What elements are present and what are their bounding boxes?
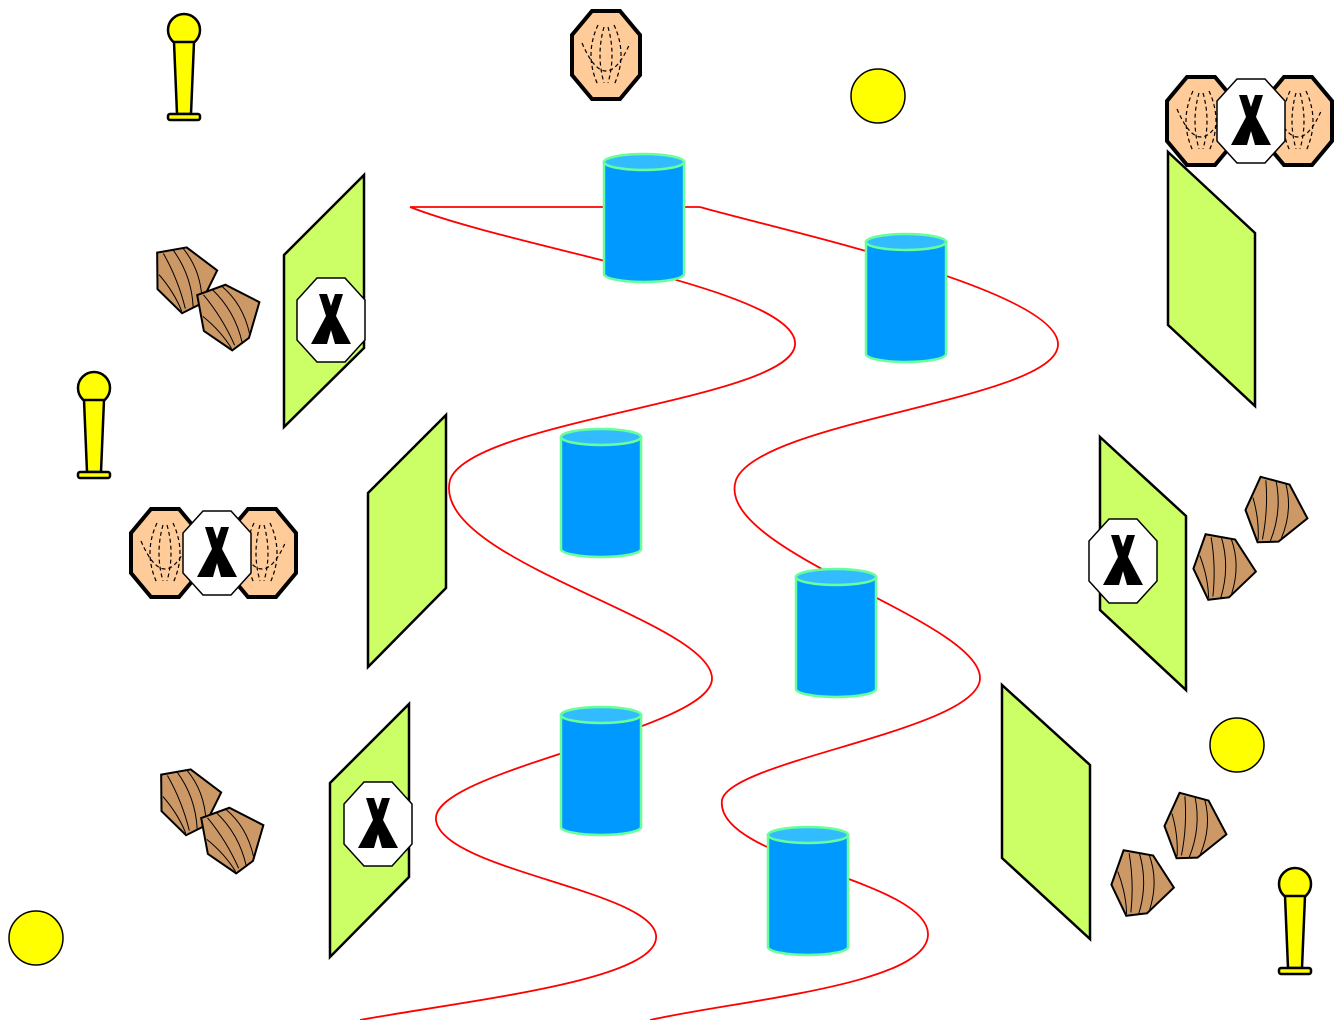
cylinder-icon: [559, 427, 643, 559]
crystal-rock-icon: [1237, 474, 1316, 555]
pod-pair-top-right: [1165, 75, 1334, 167]
lamp-post-icon: [166, 12, 202, 122]
winding-path-right: [649, 206, 1059, 1020]
yellow-disc-icon: [8, 910, 64, 966]
discs: [8, 68, 1265, 966]
x-badge-icon: [1088, 518, 1158, 604]
octagon-pod-icon: [570, 9, 642, 101]
yellow-disc-icon: [1209, 717, 1265, 773]
cylinder-icon: [602, 152, 686, 284]
cylinder-icon: [794, 567, 878, 699]
yellow-disc-icon: [850, 68, 906, 124]
winding-paths: [359, 206, 1059, 1020]
crystal-rock-icon: [1187, 532, 1262, 609]
panel-lower-right: [1000, 682, 1092, 942]
panel-mid-left: [366, 411, 448, 671]
lamp-post-icon: [1277, 866, 1313, 976]
panel-upper-right: [1166, 149, 1257, 409]
x-badge-icon: [182, 510, 252, 596]
crystal-rock-icon: [1105, 848, 1180, 925]
cylinder-icon: [559, 705, 643, 837]
x-badge-icon: [296, 277, 366, 363]
panels: [282, 149, 1257, 961]
crystal-rock-icon: [1156, 790, 1235, 871]
cylinder-icon: [766, 825, 850, 957]
pod-pair-left: [129, 507, 298, 599]
x-badge-icon: [1216, 78, 1286, 164]
cylinders: [559, 152, 948, 957]
lamp-post-icon: [76, 370, 112, 480]
winding-path-left: [359, 206, 796, 1020]
x-badge-icon: [343, 781, 413, 867]
cylinder-icon: [864, 232, 948, 364]
